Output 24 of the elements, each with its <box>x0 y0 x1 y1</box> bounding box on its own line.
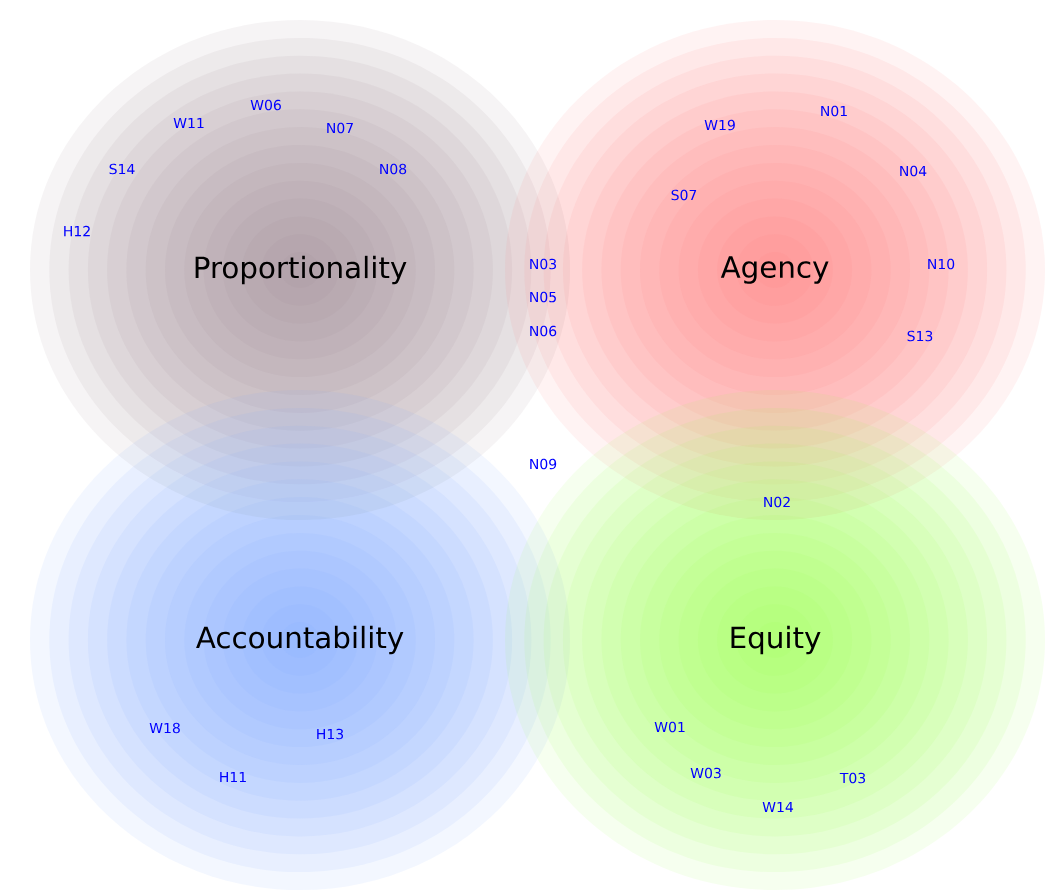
code-label: W18 <box>149 722 180 734</box>
code-label: N07 <box>327 122 353 134</box>
code-label: W14 <box>762 801 794 813</box>
code-label: N04 <box>900 165 927 177</box>
code-label: H13 <box>317 728 344 740</box>
code-label: N02 <box>764 496 790 508</box>
code-label: N06 <box>530 325 557 337</box>
code-label: N05 <box>530 291 556 303</box>
code-label: T03 <box>839 772 866 784</box>
code-label: W11 <box>173 117 204 129</box>
code-label: S14 <box>109 163 135 175</box>
code-label: H12 <box>64 225 90 237</box>
code-label: S07 <box>671 189 697 201</box>
code-label: N03 <box>530 258 556 270</box>
code-label: N09 <box>530 458 557 470</box>
code-label: H11 <box>220 771 246 783</box>
code-label: N08 <box>380 163 407 175</box>
code-label: S13 <box>907 330 933 342</box>
code-label: W03 <box>690 767 721 779</box>
code-label: W19 <box>704 119 735 131</box>
code-label: N01 <box>821 105 847 117</box>
code-label: W01 <box>654 721 685 733</box>
code-label: W06 <box>250 99 281 111</box>
code-label: N10 <box>928 258 955 270</box>
